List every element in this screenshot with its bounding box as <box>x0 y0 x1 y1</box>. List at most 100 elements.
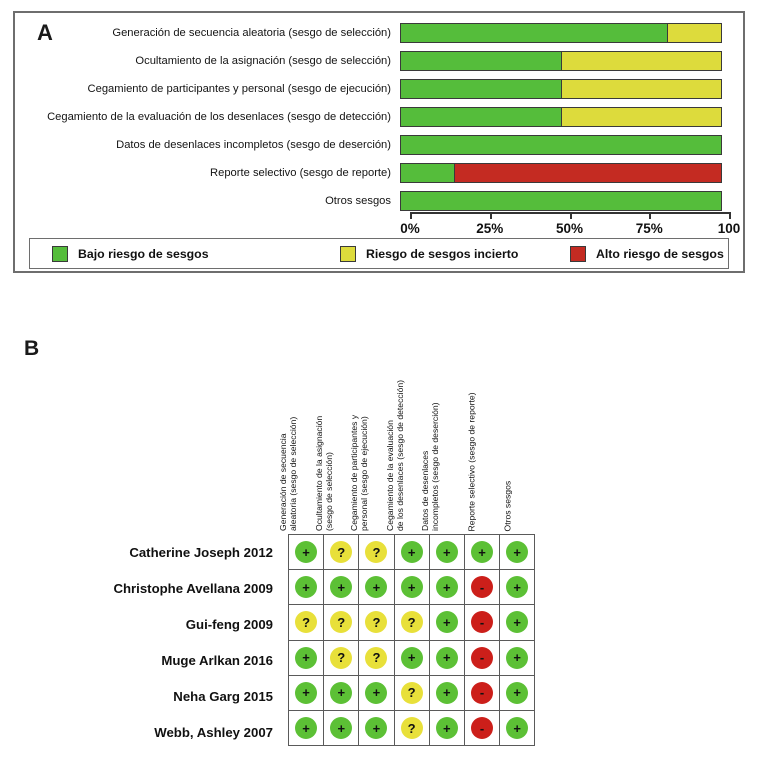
stacked-bar <box>400 79 722 99</box>
low-risk-icon: + <box>330 681 353 704</box>
judgement-cell: + <box>428 639 465 676</box>
study-label: Muge Arlkan 2016 <box>161 652 273 668</box>
study-label: Webb, Ashley 2007 <box>154 724 273 740</box>
low-risk-icon: + <box>400 576 423 599</box>
header-line: Generación de secuencia <box>278 433 289 531</box>
low-risk-icon: + <box>506 541 529 564</box>
axis-tick-label: 100 <box>717 221 741 236</box>
bar-segment-low <box>401 52 561 70</box>
low-risk-icon: + <box>506 576 529 599</box>
low-risk-icon: + <box>506 717 529 740</box>
bar-segment-low <box>401 24 667 42</box>
legend-swatch <box>570 245 586 262</box>
header-line: Ocultamiento de la asignación <box>313 415 324 531</box>
low-risk-icon: + <box>506 611 529 634</box>
bar-segment-low <box>401 136 721 154</box>
stacked-bar <box>400 135 722 155</box>
bar-segment-low <box>401 108 561 126</box>
judgement-cell: + <box>287 674 325 711</box>
judgement-cell: + <box>499 639 536 676</box>
judgement-cell: ? <box>393 604 430 641</box>
judgement-cell: + <box>499 569 536 606</box>
bar-row: Otros sesgos <box>15 187 743 215</box>
judgement-cell: + <box>428 569 465 606</box>
judgement-cell: + <box>358 674 395 711</box>
panel-b-label: B <box>24 337 40 360</box>
bar-row-label: Reporte selectivo (sesgo de reporte) <box>210 166 391 179</box>
bar-segment-unclear <box>560 52 721 70</box>
axis-tick <box>649 212 652 219</box>
header-line: (sesgo de selección) <box>324 452 335 531</box>
table-row: +??++-+ <box>287 639 536 676</box>
unclear-risk-icon: ? <box>295 611 318 634</box>
bar-row: Reporte selectivo (sesgo de reporte) <box>15 159 743 187</box>
high-risk-icon: - <box>471 611 494 634</box>
header-line: de los desenlaces (sesgo de detección) <box>395 380 406 531</box>
low-risk-icon: + <box>435 576 458 599</box>
study-label: Neha Garg 2015 <box>173 688 273 704</box>
stacked-bar <box>400 51 722 71</box>
header-line: Cegamiento de la evaluación <box>384 420 395 531</box>
judgement-cell: ? <box>323 533 360 571</box>
unclear-risk-icon: ? <box>330 646 353 669</box>
header-line: Datos de desenlaces <box>420 450 431 531</box>
bar-row-label: Otros sesgos <box>325 194 391 207</box>
study-label: Gui-feng 2009 <box>185 616 273 632</box>
bar-row-label: Generación de secuencia aleatoria (sesgo… <box>112 26 391 39</box>
judgement-cell: + <box>499 533 536 571</box>
unclear-risk-icon: ? <box>330 541 353 564</box>
low-risk-icon: + <box>330 576 353 599</box>
unclear-risk-icon: ? <box>400 611 423 634</box>
judgement-cell: ? <box>323 604 360 641</box>
bar-row: Ocultamiento de la asignación (sesgo de … <box>15 47 743 75</box>
high-risk-icon: - <box>471 646 494 669</box>
low-risk-icon: + <box>435 646 458 669</box>
axis-tick-label: 0% <box>400 221 420 236</box>
low-risk-icon: + <box>365 717 388 740</box>
judgement-cell: ? <box>323 639 360 676</box>
unclear-risk-icon: ? <box>400 681 423 704</box>
column-header-text: Ocultamiento de la asignación(sesgo de s… <box>314 351 335 531</box>
panel-a-bar-rows: Generación de secuencia aleatoria (sesgo… <box>15 19 743 215</box>
judgement-cell: + <box>323 709 360 747</box>
judgement-cell: - <box>463 604 501 641</box>
low-risk-icon: + <box>435 681 458 704</box>
panel-b-risk-of-bias-summary-grid: +??+++++++++-+????+-++??++-++++?+-++++?+… <box>287 533 536 747</box>
axis-tick <box>489 212 492 219</box>
panel-a-risk-of-bias-graph: A Generación de secuencia aleatoria (ses… <box>13 11 745 273</box>
bar-row: Cegamiento de la evaluación de los desen… <box>15 103 743 131</box>
low-risk-icon: + <box>400 541 423 564</box>
high-risk-icon: - <box>471 681 494 704</box>
judgement-cell: + <box>499 604 536 641</box>
column-header-text: Reporte selectivo (sesgo de reporte) <box>467 351 477 531</box>
axis-tick <box>729 212 731 219</box>
legend-label: Bajo riesgo de sesgos <box>78 246 209 261</box>
header-line: Reporte selectivo (sesgo de reporte) <box>466 391 477 531</box>
column-header-text: Otros sesgos <box>502 351 512 531</box>
low-risk-icon: + <box>365 576 388 599</box>
judgement-cell: + <box>428 709 465 747</box>
judgement-cell: - <box>463 639 501 676</box>
bar-row-label: Cegamiento de participantes y personal (… <box>87 82 391 95</box>
low-risk-icon: + <box>365 681 388 704</box>
judgement-cell: + <box>428 604 465 641</box>
judgement-cell: + <box>287 709 325 747</box>
legend-swatch <box>340 245 356 262</box>
low-risk-icon: + <box>435 717 458 740</box>
bar-segment-unclear <box>560 80 721 98</box>
judgement-cell: ? <box>358 604 395 641</box>
stacked-bar <box>400 163 722 183</box>
judgement-cell: + <box>499 674 536 711</box>
judgement-cell: + <box>358 569 395 606</box>
axis-tick <box>410 212 412 219</box>
header-line: Otros sesgos <box>502 480 513 531</box>
judgement-cell: + <box>358 709 395 747</box>
low-risk-icon: + <box>295 681 318 704</box>
bar-segment-low <box>401 192 721 210</box>
